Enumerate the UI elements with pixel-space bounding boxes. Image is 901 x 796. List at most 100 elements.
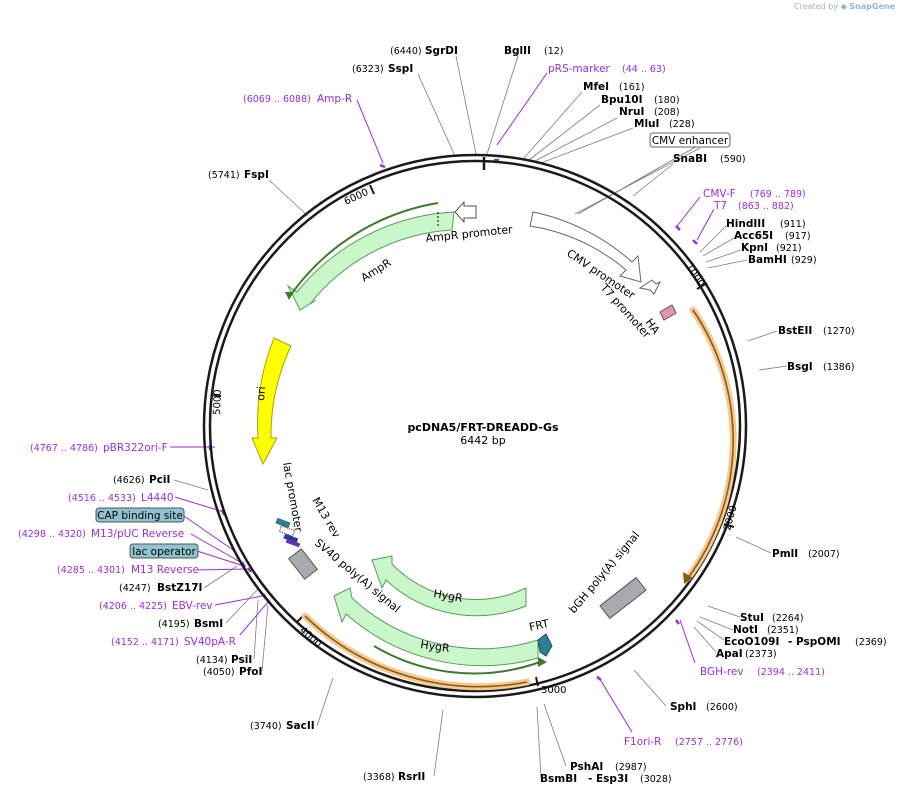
enzyme-alias-esp3i: - Esp3I [588,773,628,785]
enzyme-rsrii: RsrII [398,771,425,783]
enzyme-snabi: SnaBI [673,153,707,165]
primer-leader-lines [170,72,715,733]
bp-ticks [210,184,735,687]
primer-range-amp-r: (6069 .. 6088) [243,94,311,105]
enzyme-pshai: PshAI [570,761,603,773]
primer-range-f1ori-r: (2757 .. 2776) [675,737,743,748]
hygr-orf-arrowhead [538,657,547,667]
m13-rev-mark [285,538,301,548]
orf-arrow-bottom [304,615,528,688]
lac-promoter-mark [278,525,296,537]
ha-tag [659,304,677,321]
enzyme-bsteii: BstEII [778,325,812,337]
enzyme-sacii: SacII [286,720,315,732]
hygr-inner-label: HygR [432,587,464,605]
enzyme-ecoo109i: EcoO109I [724,636,779,648]
ampr-label: AmpR [359,256,394,285]
enzyme-pos-sspi: (6323) [352,64,384,75]
enzyme-bsgi: BsgI [787,361,813,373]
enzyme-hindiii: HindIII [726,218,765,230]
ampr-orf-line [289,202,439,297]
enzyme-pos-pshai: (2987) [615,762,647,773]
ampr-arrow [286,211,455,311]
enzyme-acc65i: Acc65I [734,230,773,242]
enzyme-pos-nrui: (208) [654,107,680,118]
cmv-promoter-arrow [529,211,642,283]
enzyme-pos-pmli: (2007) [808,549,840,560]
enzyme-noti: NotI [733,624,758,636]
lac-operator-mark [283,533,299,544]
enzyme-stui: StuI [740,612,764,624]
sv40-polya-block [287,548,319,580]
primer-sv40pa-r: SV40pA-R [184,636,236,648]
primer-range-pbr322ori-f: (4767 .. 4786) [30,443,98,454]
backbone-inner-strand [208,159,742,693]
enzyme-pmli: PmlI [772,548,798,560]
primer-range-bgh-rev: (2394 .. 2411) [757,667,825,678]
enzyme-pos-sacii: (3740) [250,721,282,732]
enzyme-pos-bstz17i: (4247) [119,583,151,594]
enzyme-sgrdi: SgrDI [425,45,458,57]
hygr-inner-arrow [371,555,527,617]
enzyme-pos-ecoo109i: (2369) [855,637,887,648]
enzyme-pos-pcii: (4626) [113,475,145,486]
enzyme-bpu10i: Bpu10I [601,94,643,106]
enzyme-pos-bsteii: (1270) [823,326,855,337]
primer-range-ebv-rev: (4206 .. 4225) [99,601,167,612]
orf-arrowhead-right [683,572,693,584]
enzyme-bstz17i: BstZ17I [157,582,202,594]
enzyme-pfoi: PfoI [239,666,262,678]
primer-m13-puc-reverse: M13/pUC Reverse [91,528,184,540]
ori-label: ori [254,386,268,401]
enzyme-pos-kpni: (921) [776,243,802,254]
cap-binding-site-label: CAP binding site [97,510,183,522]
primer-m13-reverse: M13 Reverse [131,564,199,576]
enzyme-pos-bsmbi: (3028) [640,774,672,785]
primer-range-m13-puc-reverse: (4298 .. 4320) [18,529,86,540]
enzyme-bsmi: BsmI [194,618,223,630]
cap-site-mark [275,517,291,529]
enzyme-mfei: MfeI [583,81,609,93]
primer-f1ori-r: F1ori-R [624,736,661,748]
backbone-outer-strand [202,153,748,699]
enzyme-pos-hindiii: (911) [780,219,806,230]
enzyme-mlui: MluI [634,118,659,130]
primer-l4440: L4440 [141,492,174,504]
cap-binding-site-box: CAP binding site [95,507,185,523]
enzyme-psii: PsiI [231,654,252,666]
primer-ebv-rev: EBV-rev [172,600,213,612]
enzyme-pos-bsgi: (1386) [823,362,855,373]
enzyme-pos-bamhi: (929) [791,255,817,266]
enzyme-apai: ApaI [716,648,743,660]
enzyme-pos-rsrii: (3368) [363,772,395,783]
primer-range-t7: (863 .. 882) [738,201,794,212]
primer-amp-r: Amp-R [317,93,352,105]
snapgene-logo-icon: ◆ [840,2,847,11]
enzyme-bsmbi: BsmBI [540,773,577,785]
primer-bgh-rev: BGH-rev [700,666,744,678]
enzyme-fspi: FspI [244,169,269,181]
hygr-outer-arrow [333,587,539,667]
ori-arrow [251,337,292,466]
primer-t7: T7 [713,200,727,212]
tick-label-5000: 5000 [212,389,224,415]
hygr-orf-line [373,645,541,675]
lac-region-features [275,517,301,548]
frt-site [537,633,553,657]
m13-rev-label: M13 rev [309,495,343,540]
credit-brand: SnapGene [849,2,895,11]
enzyme-pos-fspi: (5741) [208,170,240,181]
enzyme-pos-sphi: (2600) [706,702,738,713]
primer-range-cmv-f: (769 .. 789) [750,189,806,200]
plasmid-size: 6442 bp [460,434,505,447]
enzyme-nrui: NruI [619,106,644,118]
ampr-orf-arrowhead [285,292,294,300]
enzyme-bamhi: BamHI [748,254,787,266]
primer-range-sv40pa-r: (4152 .. 4171) [111,637,179,648]
enzyme-pos-noti: (2351) [767,625,799,636]
leader-lines [173,55,788,779]
primer-cmv-f: CMV-F [703,188,736,200]
hygr-outer-label: HygR [420,638,451,655]
enzyme-pos-acc65i: (917) [785,231,811,242]
lac-operator-label: lac operator [132,546,196,558]
